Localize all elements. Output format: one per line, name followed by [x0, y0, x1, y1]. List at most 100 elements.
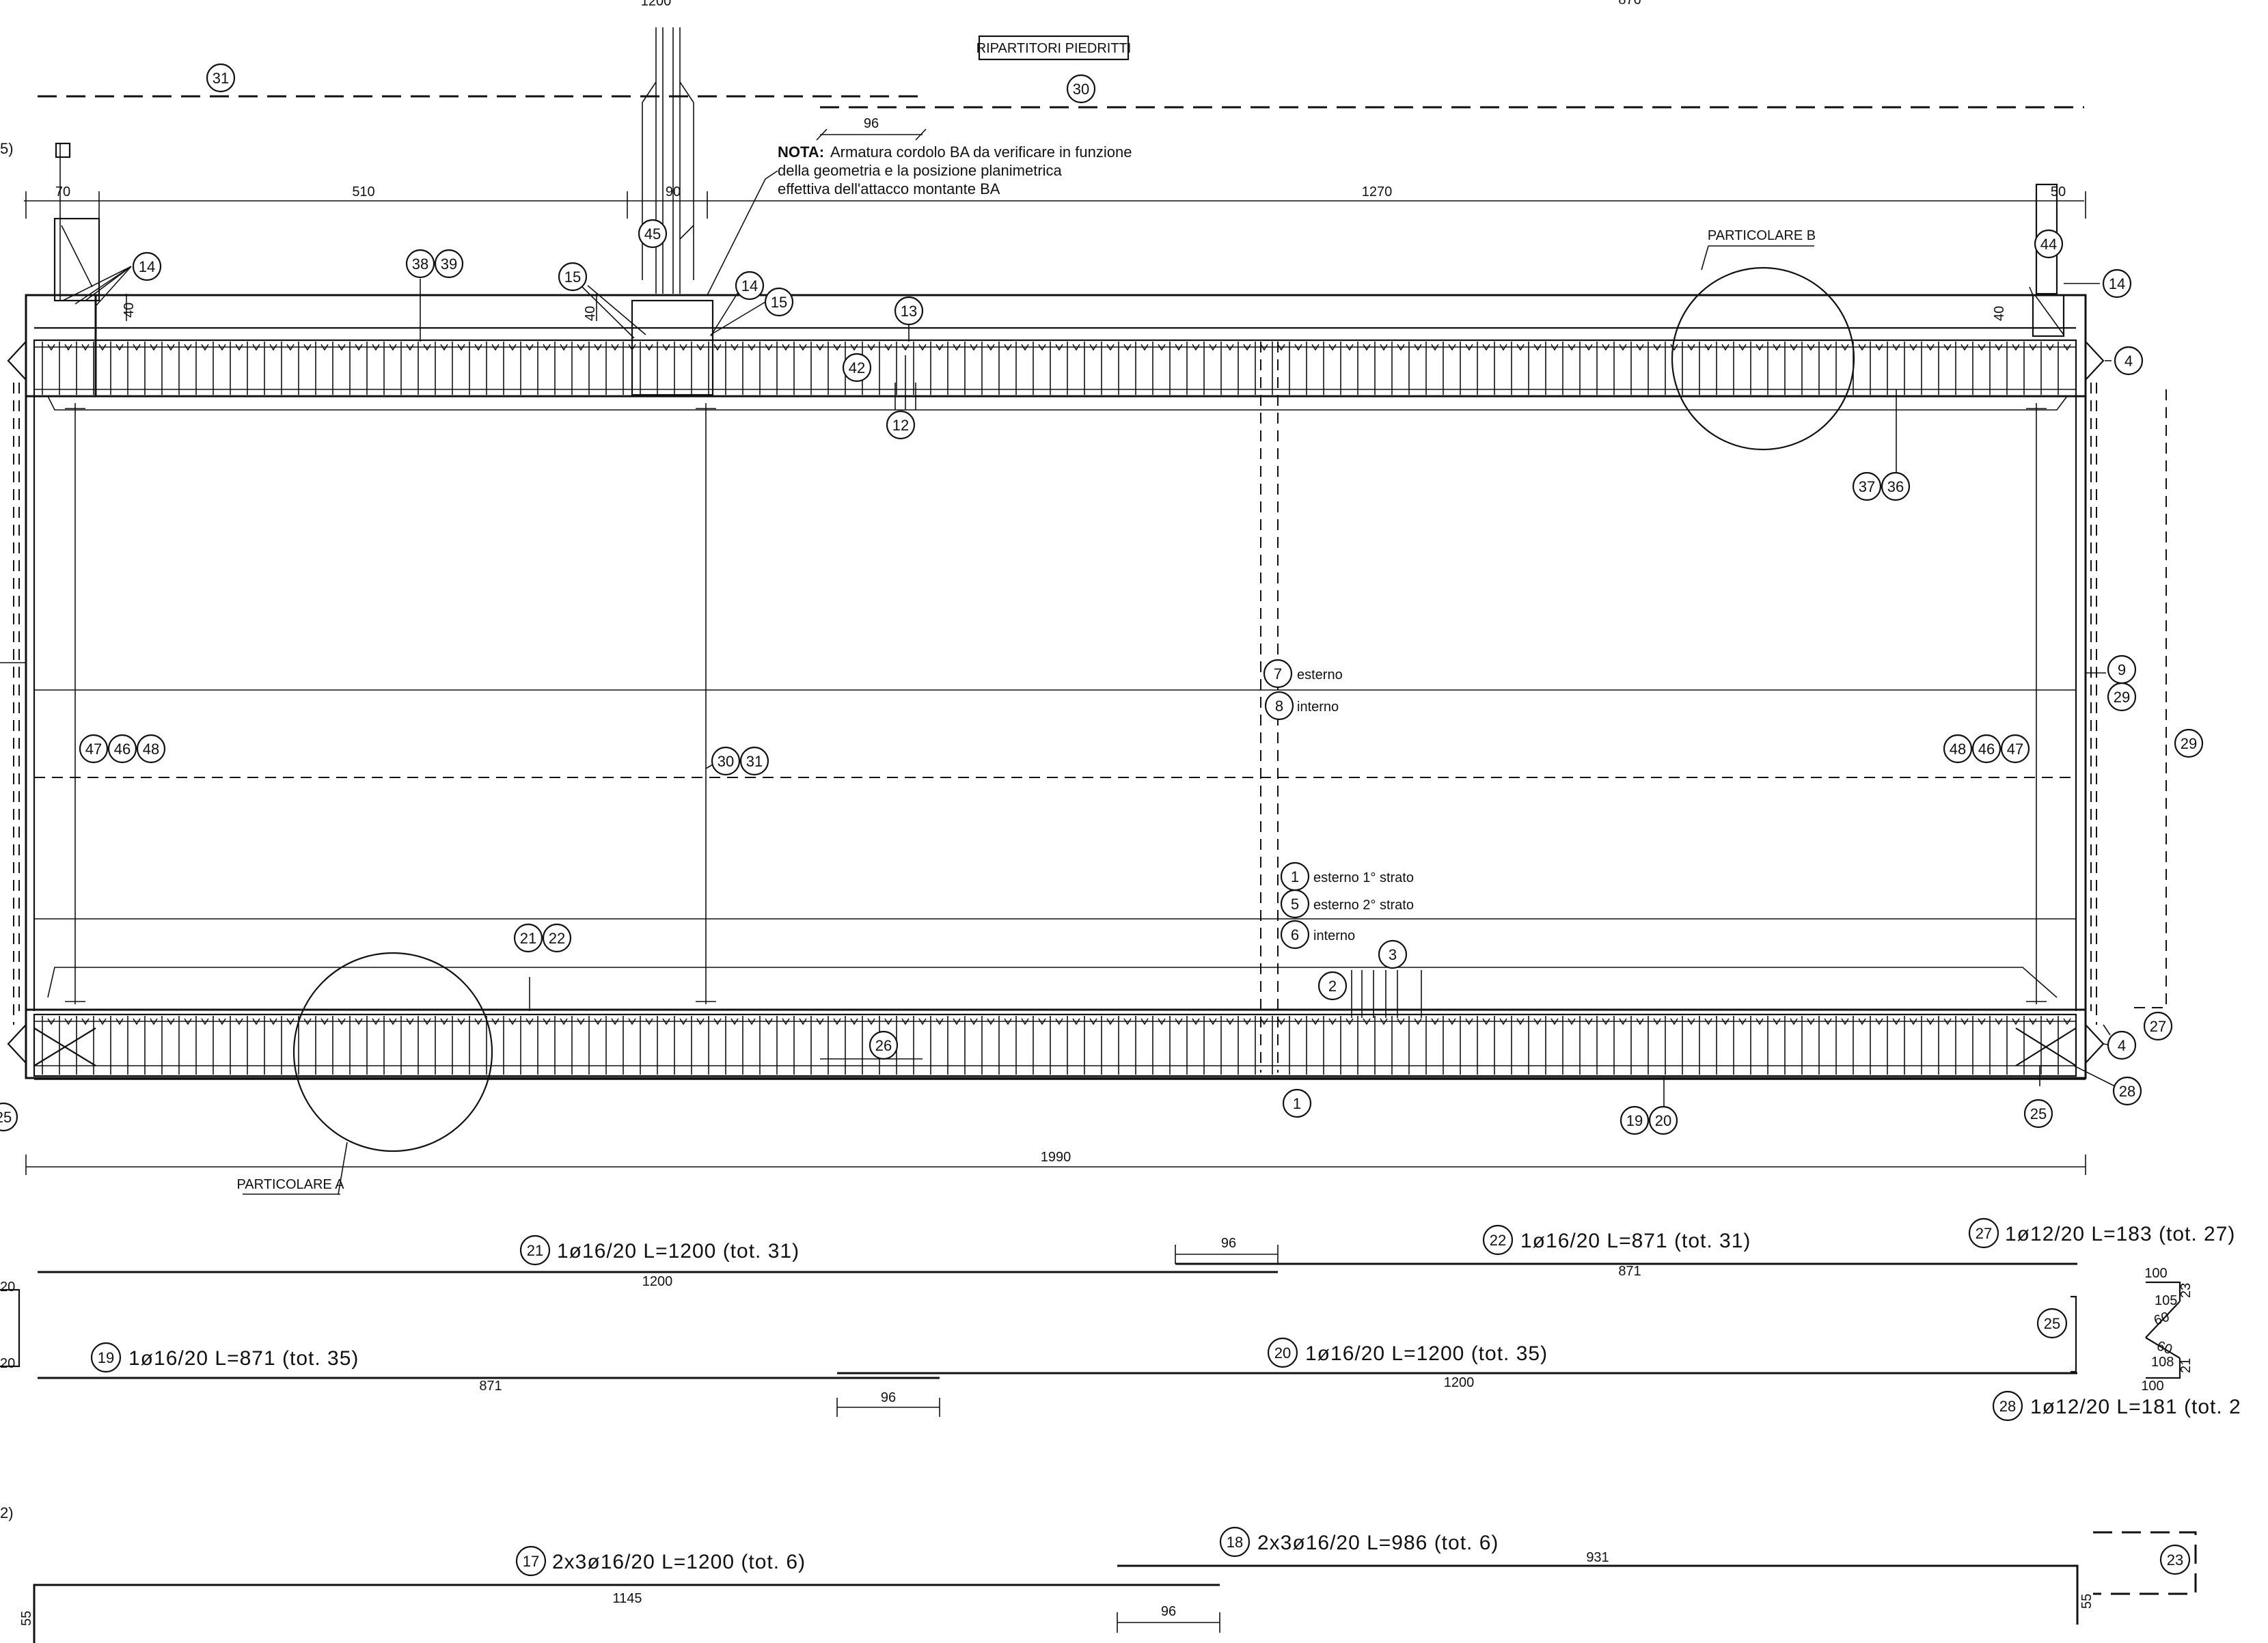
top-dimension-chain: 70 510 90 1270 50	[24, 184, 2086, 219]
svg-text:55: 55	[2079, 1594, 2094, 1609]
stirrup-mark	[1875, 1018, 1883, 1025]
dim-top-876: 876	[1618, 0, 1641, 8]
stirrup-mark	[1909, 344, 1917, 351]
svg-text:27: 27	[1976, 1225, 1992, 1242]
svg-text:14: 14	[2109, 275, 2125, 292]
stirrup-mark	[2029, 1018, 2037, 1025]
stirrup-mark	[98, 1018, 107, 1025]
stirrup-mark	[1021, 1018, 1029, 1025]
mark-47-r: 47	[2000, 734, 2030, 764]
stirrup-mark	[2063, 344, 2071, 351]
stirrup-mark	[1209, 344, 1217, 351]
svg-text:20: 20	[0, 1280, 15, 1295]
svg-text:50: 50	[2051, 184, 2066, 199]
svg-text:8: 8	[1275, 698, 1283, 715]
stirrup-mark	[1807, 344, 1815, 351]
stirrup-mark	[1465, 1018, 1473, 1025]
stirrup-mark	[372, 1018, 380, 1025]
stirrup-mark	[491, 344, 500, 351]
bar-17: 17 2x3ø16/20 L=1200 (tot. 6) 1145 55	[19, 1545, 1220, 1643]
stirrup-mark	[1943, 344, 1952, 351]
stirrup-mark	[953, 1018, 961, 1025]
stirrup-mark	[1960, 1018, 1969, 1025]
stirrup-mark	[543, 344, 551, 351]
stirrup-mark	[1755, 1018, 1764, 1025]
stirrup-mark	[1072, 344, 1080, 351]
mark-48-l: 48	[136, 734, 166, 764]
stirrup-mark	[355, 1018, 363, 1025]
stirrup-mark	[1294, 344, 1302, 351]
stirrup-mark	[457, 344, 465, 351]
mark-46-l: 46	[107, 734, 137, 764]
lower-stirrups	[42, 1016, 2071, 1075]
stirrup-mark	[1704, 1018, 1712, 1025]
stirrup-mark	[1226, 1018, 1234, 1025]
label-esterno-2: esterno 2° strato	[1313, 898, 1414, 913]
mark-1-b: 1	[1282, 1088, 1312, 1118]
svg-text:31: 31	[746, 753, 763, 770]
stirrup-mark	[1414, 1018, 1422, 1025]
stirrup-mark	[867, 1018, 875, 1025]
stirrup-mark	[662, 344, 670, 351]
layer-labels: esterno interno esterno 1° strato estern…	[1297, 667, 1414, 943]
stirrup-mark	[1448, 344, 1456, 351]
svg-text:14: 14	[741, 277, 758, 294]
stirrup-mark	[167, 1018, 175, 1025]
stirrup-mark	[987, 344, 995, 351]
stirrup-mark	[184, 344, 192, 351]
stirrup-mark	[1465, 344, 1473, 351]
stirrup-mark	[816, 1018, 824, 1025]
svg-text:39: 39	[441, 256, 457, 273]
nota-line-1: Armatura cordolo BA da verificare in fun…	[830, 143, 1132, 161]
stirrup-mark	[389, 1018, 397, 1025]
stirrup-mark	[628, 1018, 636, 1025]
mark-19: 19	[1620, 1105, 1650, 1135]
mark-29-a: 29	[2107, 682, 2137, 712]
stirrup-mark	[1021, 344, 1029, 351]
stirrup-mark	[1363, 344, 1371, 351]
svg-text:20: 20	[1274, 1344, 1291, 1362]
section-mark-top: 5)	[0, 140, 14, 157]
stirrup-mark	[1636, 1018, 1644, 1025]
svg-text:22: 22	[1490, 1232, 1506, 1249]
stirrup-mark	[1585, 1018, 1593, 1025]
stirrup-mark	[474, 1018, 482, 1025]
stirrup-mark	[935, 1018, 944, 1025]
stirrup-mark	[1619, 344, 1627, 351]
mark-42: 42	[842, 353, 872, 383]
stirrup-mark	[1158, 344, 1166, 351]
stirrup-mark	[252, 1018, 260, 1025]
particolare-b-label: PARTICOLARE B	[1708, 228, 1816, 243]
stirrup-mark	[594, 1018, 602, 1025]
svg-text:15: 15	[771, 294, 787, 311]
stirrup-mark	[1123, 344, 1132, 351]
mark-8: 8	[1264, 691, 1294, 721]
stirrup-mark	[1294, 1018, 1302, 1025]
mark-21: 21	[513, 923, 543, 953]
stirrup-mark	[389, 344, 397, 351]
svg-text:13: 13	[901, 303, 917, 320]
svg-text:25: 25	[0, 1109, 12, 1126]
svg-text:47: 47	[2007, 741, 2023, 758]
label-esterno-1: esterno 1° strato	[1313, 870, 1414, 885]
stirrup-mark	[1243, 1018, 1251, 1025]
bar-lap-96-a: 96	[1175, 1236, 1279, 1264]
mark-45: 45	[638, 219, 668, 249]
stirrup-mark	[1499, 1018, 1507, 1025]
stirrup-mark	[1995, 1018, 2003, 1025]
svg-text:48: 48	[143, 741, 159, 758]
stirrup-mark	[1516, 344, 1525, 351]
mark-38: 38	[405, 249, 435, 279]
mark-6: 6	[1280, 920, 1310, 950]
lower-slab: PARTICOLARE A	[7, 355, 2105, 1195]
stirrup-mark	[816, 344, 824, 351]
ripartitori-box	[978, 35, 1130, 61]
mark-44: 44	[2034, 229, 2064, 259]
svg-text:70: 70	[55, 184, 70, 199]
label-interno-2: interno	[1313, 928, 1355, 943]
svg-text:3: 3	[1389, 946, 1397, 963]
svg-text:100: 100	[2144, 1266, 2167, 1281]
stirrup-mark	[1004, 344, 1012, 351]
svg-text:871: 871	[479, 1379, 502, 1394]
